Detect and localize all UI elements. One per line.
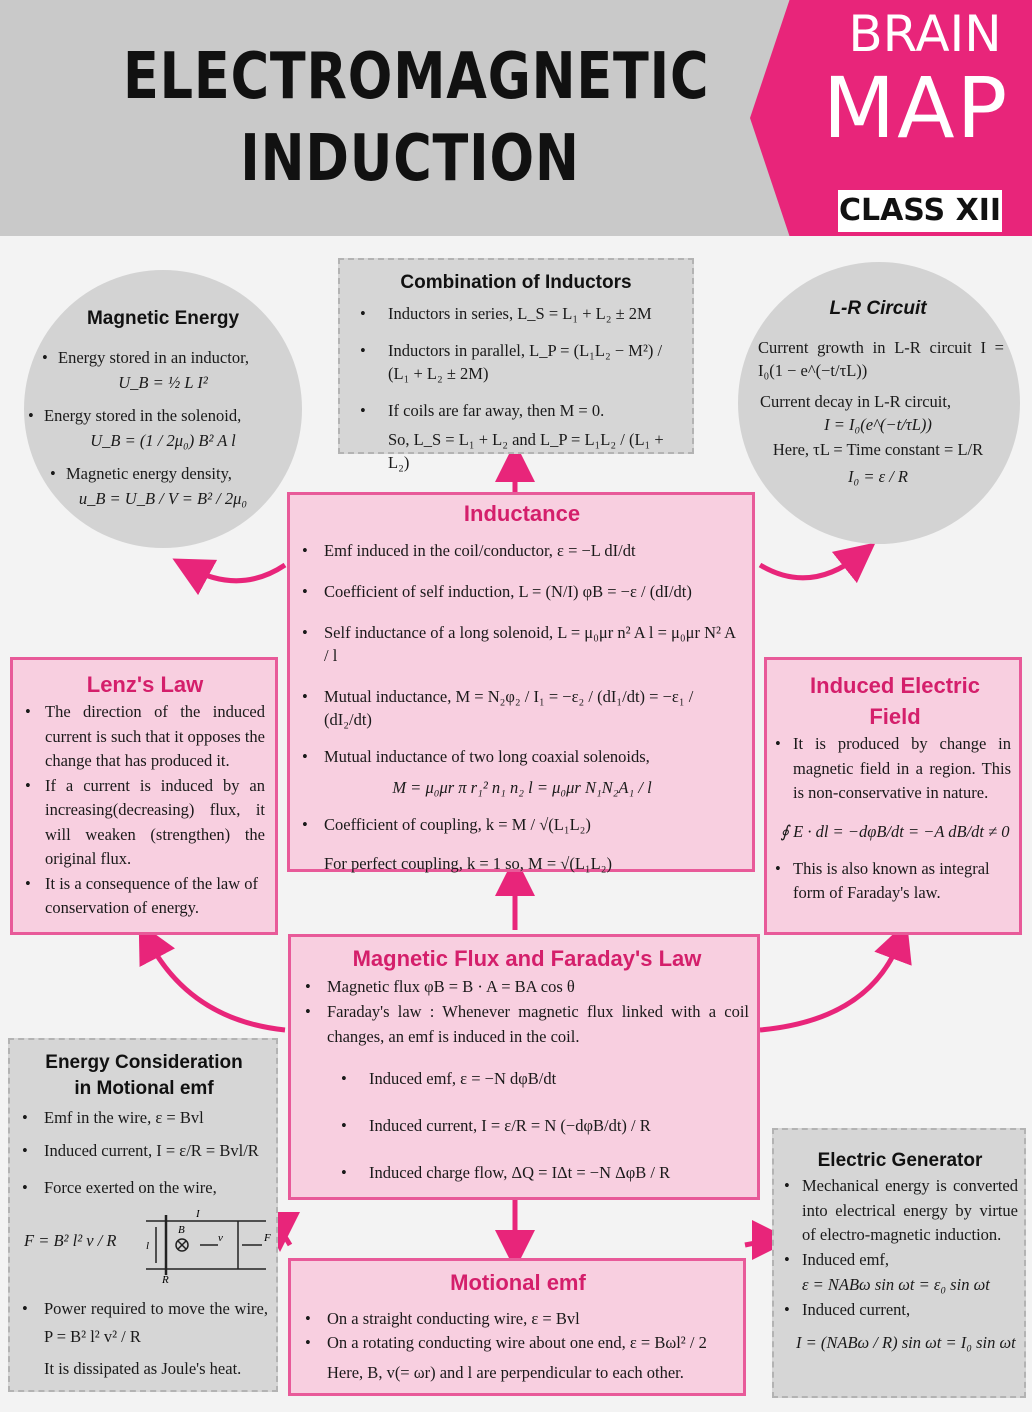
field-eq-1: ∮ E · dl = −dφB/dt = −A dB/dt ≠ 0 [780, 821, 1010, 841]
inductance-title: Inductance [463, 501, 581, 526]
gen-bullet-1: •Mechanical energy is converted into ele… [784, 1176, 1018, 1244]
map-label: MAP [822, 59, 1010, 157]
comb-bullet-1: •Inductors in series, L_S = L₁ + L₂ ± 2M [360, 304, 652, 323]
ind-bullet-5: •Mutual inductance of two long coaxial s… [302, 747, 650, 766]
lenz-bullet-2: •If a current is induced by an increasin… [25, 775, 265, 869]
em-bullet-4: •Power required to move the wire, P = B²… [22, 1299, 268, 1346]
lenz-bullet-3: •It is a consequence of the law of conse… [25, 873, 259, 918]
combination-panel: Combination of Inductors •Inductors in s… [338, 258, 694, 472]
induced-field-title: Induced Electric Field [810, 673, 980, 729]
rod-on-rails-diagram: I B v F R l [146, 1208, 271, 1283]
fig-label-l: l [146, 1240, 149, 1252]
field-bullet-1: •It is produced by change in magnetic fi… [775, 734, 1011, 802]
comb-bullet-3: •If coils are far away, then M = 0. [360, 401, 605, 420]
energy-motional-title-2: in Motional emf [74, 1078, 214, 1099]
arrow-to-energy-motional [260, 1211, 301, 1252]
em-bullet-2: •Induced current, I = ε/R = Bvl/R [22, 1141, 259, 1160]
motional-title: Motional emf [450, 1270, 586, 1295]
lenz-bullet-1: •The direction of the induced current is… [25, 702, 265, 770]
brain-label: BRAIN [848, 5, 1002, 63]
title-line-1: ELECTROMAGNETIC [123, 40, 710, 114]
lr-eq-3: Here, τL = Time constant = L/R [772, 440, 984, 459]
induced-field-panel: Induced Electric Field •It is produced b… [764, 657, 1022, 935]
generator-title: Electric Generator [817, 1150, 983, 1171]
lr-eq-2: I = I₀(e^(−t/τL)) [824, 415, 932, 434]
me-bullet-2: •Energy stored in the solenoid, [28, 406, 242, 425]
fig-label-F: F [263, 1232, 271, 1244]
ind-bullet-2: •Coefficient of self induction, L = (N/I… [302, 582, 692, 601]
em-bullet-3: •Force exerted on the wire, [22, 1178, 217, 1197]
me-eq-2: U_B = (1 / 2μ₀) B² A l [90, 431, 236, 450]
arrow-to-generator [744, 1220, 792, 1261]
em-line-5: It is dissipated as Joule's heat. [44, 1359, 242, 1378]
gen-bullet-2: •Induced emf, [784, 1249, 890, 1269]
arrow-to-lr-circuit [758, 542, 876, 584]
faraday-sub-2: •Induced current, I = ε/R = N (−dφB/dt) … [341, 1116, 651, 1135]
lr-circuit-circle [738, 262, 1020, 544]
me-bullet-3: •Magnetic energy density, [50, 464, 232, 483]
class-badge: CLASS XII [838, 190, 1002, 232]
me-eq-3: u_B = U_B / V = B² / 2μ₀ [78, 489, 248, 508]
gen-eq-2: ε = NABω sin ωt = ε₀ sin ωt [802, 1275, 990, 1294]
motional-line-3: Here, B, v(= ωr) and l are perpendicular… [327, 1363, 684, 1382]
gen-bullet-3: •Induced current, [784, 1300, 911, 1319]
em-bullet-1: •Emf in the wire, ε = Bvl [22, 1108, 204, 1127]
motional-bullet-1: •On a straight conducting wire, ε = Bvl [305, 1309, 580, 1328]
page-title: ELECTROMAGNETIC INDUCTION [123, 36, 710, 200]
energy-motional-title-1: Energy Consideration [45, 1052, 243, 1073]
arrow-to-lenz [138, 922, 286, 1033]
em-eq-3: F = B² l² v / R [24, 1231, 117, 1250]
ind-bullet-1: •Emf induced in the coil/conductor, ε = … [302, 541, 636, 560]
em-figure-row: F = B² l² v / R I B v F R l [20, 1199, 271, 1283]
faraday-bullet-1: •Magnetic flux φB = B · A = BA cos θ [305, 977, 575, 996]
energy-motional-panel: Energy Consideration in Motional emf •Em… [8, 1038, 278, 1392]
me-bullet-1: •Energy stored in an inductor, [42, 348, 250, 367]
fig-label-B: B [178, 1224, 185, 1236]
motional-panel: Motional emf •On a straight conducting w… [288, 1258, 746, 1396]
arrow-to-magnetic-energy [172, 558, 287, 596]
faraday-sub-1: •Induced emf, ε = −N dφB/dt [341, 1069, 557, 1088]
faraday-title: Magnetic Flux and Faraday's Law [352, 946, 702, 971]
lr-bullet-2: Current decay in L-R circuit, [760, 392, 952, 411]
gen-eq-3: I = (NABω / R) sin ωt = I₀ sin ωt [796, 1332, 1016, 1352]
faraday-panel: Magnetic Flux and Faraday's Law •Magneti… [288, 934, 760, 1200]
faraday-bullet-2: •Faraday's law : Whenever magnetic flux … [305, 1002, 749, 1046]
inductance-panel: Inductance •Emf induced in the coil/cond… [287, 492, 755, 873]
ind-bullet-4: •Mutual inductance, M = N₂φ₂ / I₁ = −ε₂ … [302, 687, 694, 729]
fig-label-I: I [195, 1208, 201, 1220]
faraday-sub-3: •Induced charge flow, ΔQ = IΔt = −N ΔφB … [341, 1163, 671, 1182]
lr-circuit-panel: L-R Circuit Current growth in L-R circui… [752, 296, 1004, 488]
ind-line-7: For perfect coupling, k = 1 so, M = √(L₁… [324, 854, 612, 873]
lenz-panel: Lenz's Law •The direction of the induced… [10, 657, 278, 935]
lr-circuit-title: L-R Circuit [829, 298, 927, 319]
generator-panel: Electric Generator •Mechanical energy is… [772, 1128, 1026, 1398]
comb-bullet-2: •Inductors in parallel, L_P = (L₁L₂ − M²… [360, 341, 663, 383]
motional-bullet-2: •On a rotating conducting wire about one… [305, 1333, 707, 1352]
magnetic-energy-panel: Magnetic Energy •Energy stored in an ind… [24, 306, 302, 510]
fig-label-R: R [161, 1274, 169, 1283]
comb-line-4: So, L_S = L₁ + L₂ and L_P = L₁L₂ / (L₁ +… [388, 430, 664, 472]
combination-title: Combination of Inductors [400, 272, 632, 293]
title-line-2: INDUCTION [240, 122, 580, 196]
lenz-title: Lenz's Law [86, 672, 204, 697]
arrow-to-induced-field [759, 921, 912, 1033]
ind-bullet-6: •Coefficient of coupling, k = M / √(L₁L₂… [302, 815, 591, 834]
me-eq-1: U_B = ½ L I² [118, 373, 208, 392]
magnetic-energy-title: Magnetic Energy [86, 308, 240, 329]
lr-eq-4: I₀ = ε / R [847, 467, 909, 486]
fig-label-v: v [218, 1232, 223, 1244]
ind-bullet-3: •Self inductance of a long solenoid, L =… [302, 623, 736, 665]
field-bullet-2: •This is also known as integral form of … [775, 858, 990, 903]
ind-eq-5: M = μ₀μr π r₁² n₁ n₂ l = μ₀μr N₁N₂A₁ / l [392, 778, 652, 797]
lr-bullet-1: Current growth in L-R circuit I = I₀(1 −… [758, 338, 1004, 380]
magnetic-energy-circle [24, 270, 302, 548]
